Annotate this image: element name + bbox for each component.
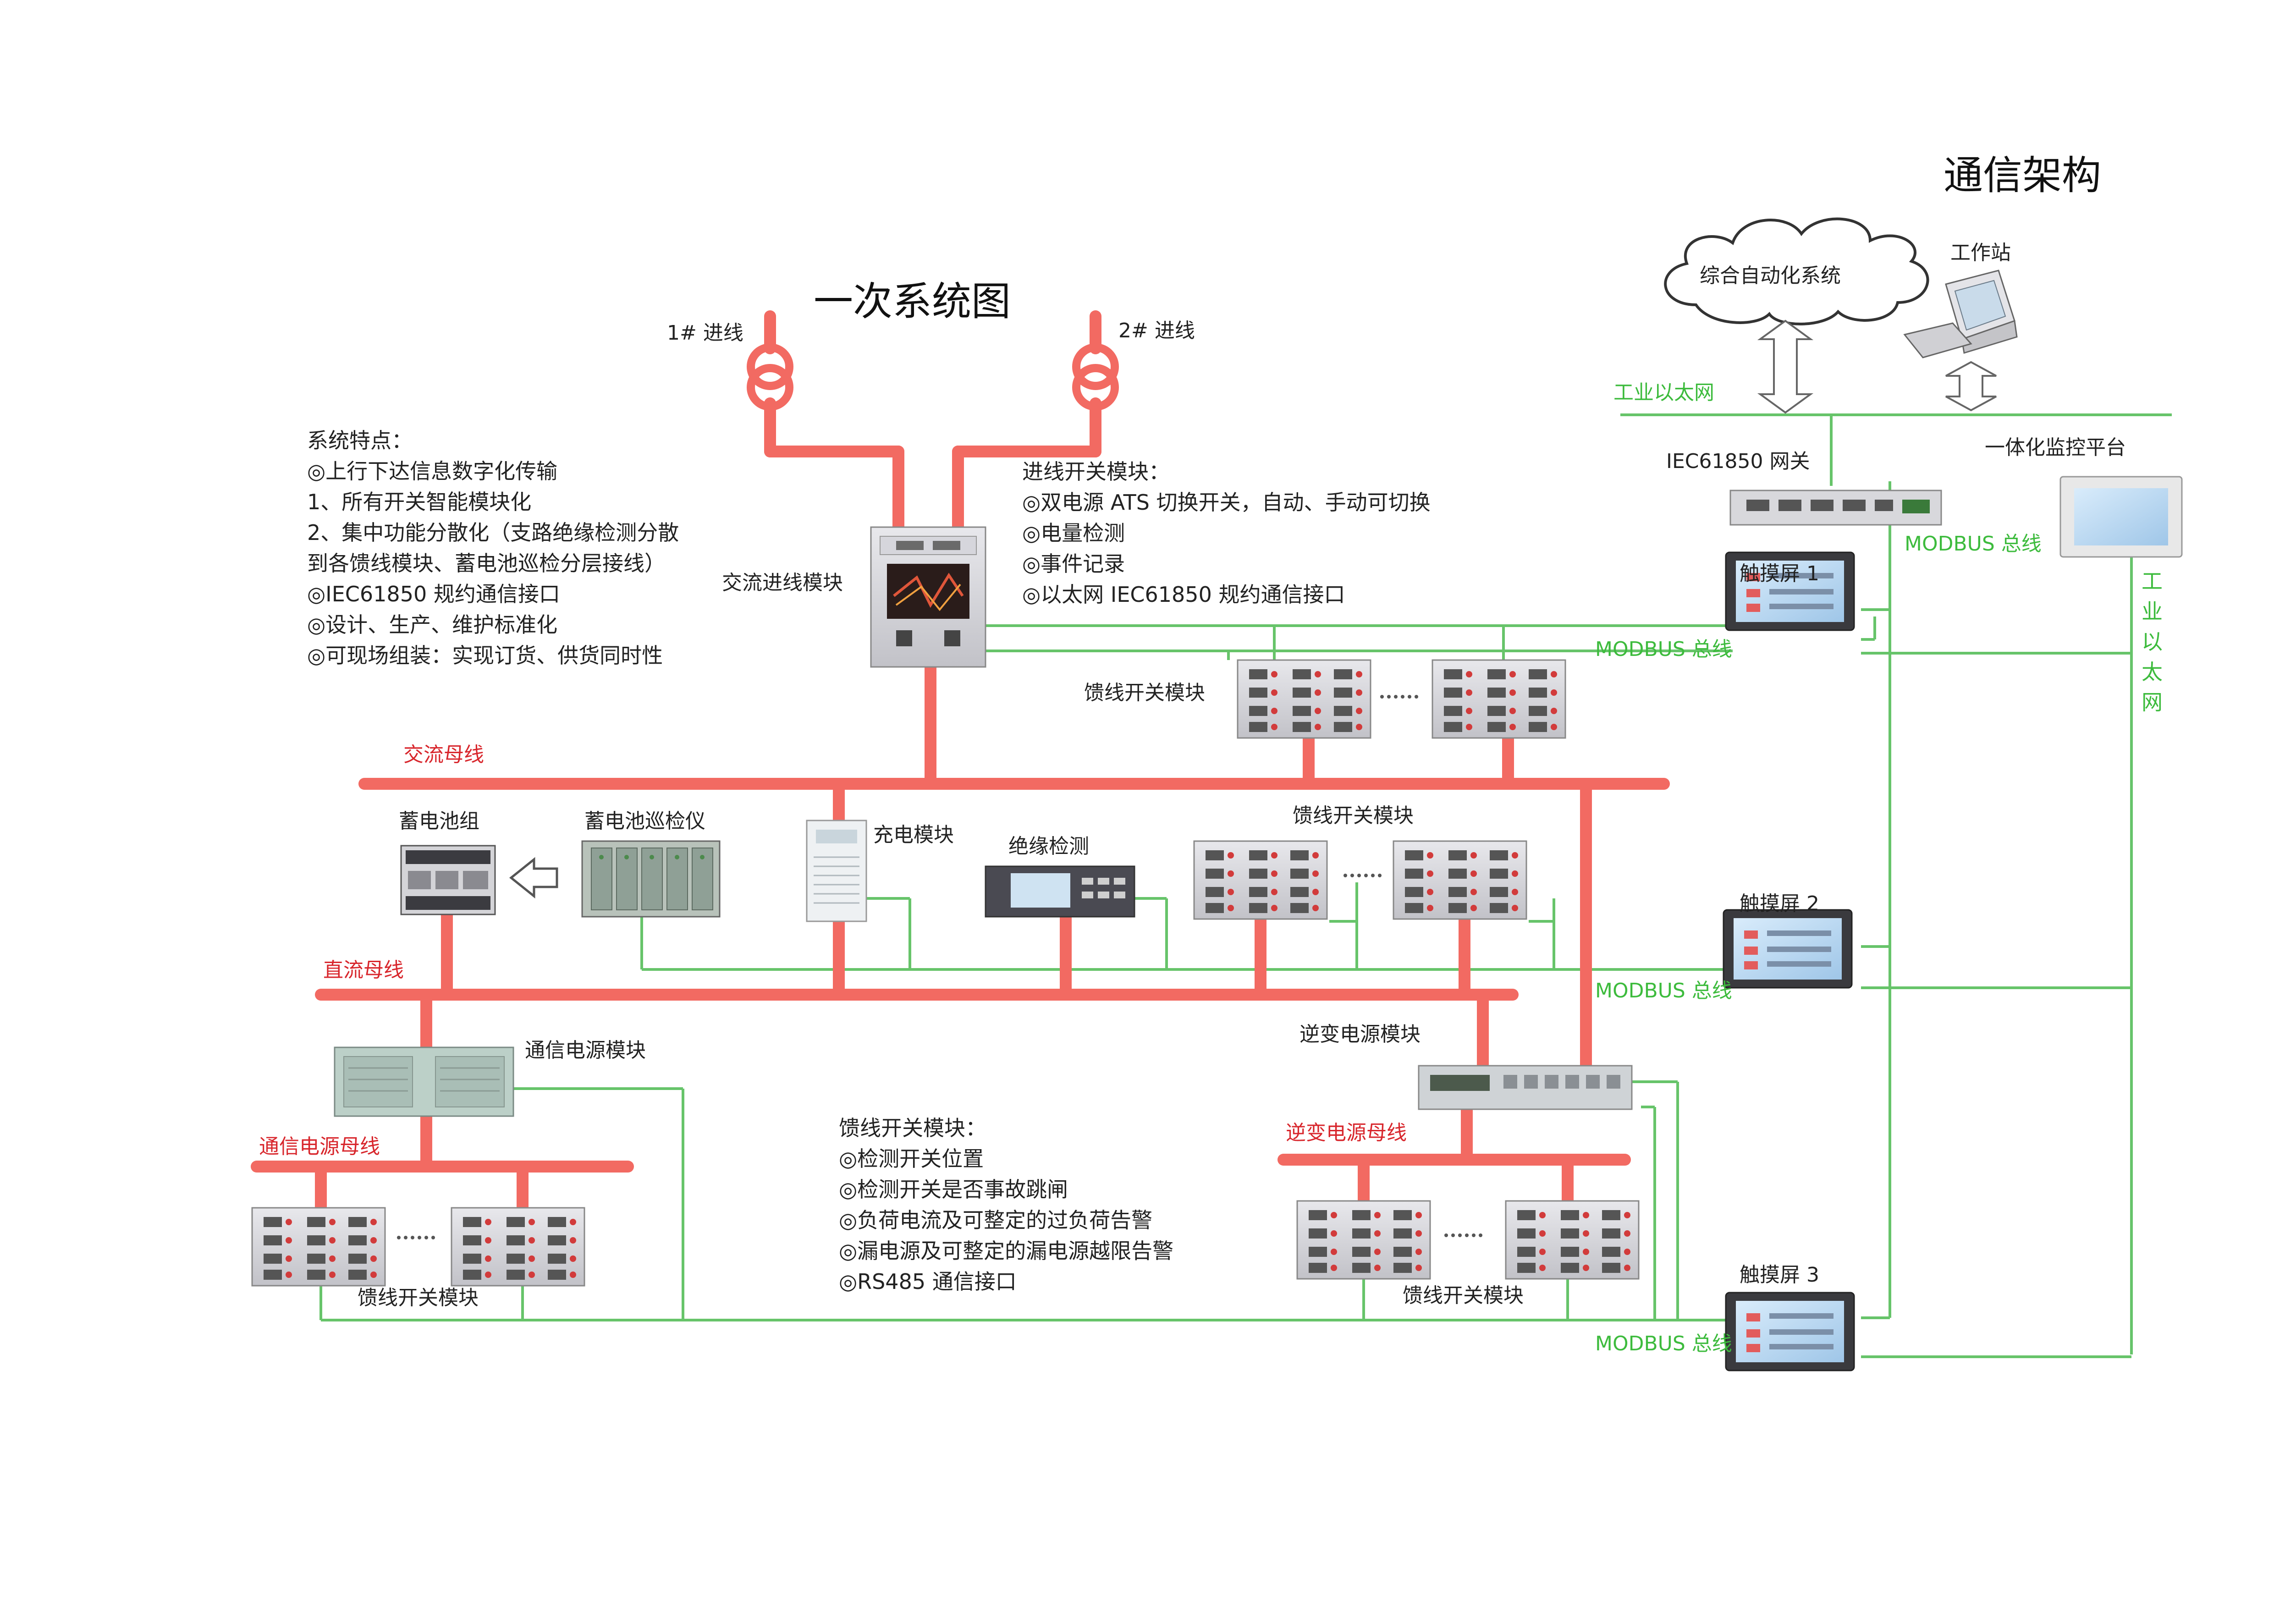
incoming-switch-notes-item: ◎电量检测 [1022,521,1125,545]
feeder-notes-item: ◎检测开关位置 [839,1146,984,1171]
monitoring-platform-device [2059,476,2183,558]
comm-lines [319,413,2172,1358]
vertical-char: 以 [2142,629,2163,654]
touch-screen-2-label: 触摸屏 2 [1740,892,1819,915]
touch-screen-1-label: 触摸屏 1 [1740,562,1819,585]
comm-power-module-device [334,1046,514,1117]
comm-architecture-title: 通信架构 [1944,153,2101,198]
battery-group-label: 蓄电池组 [399,809,479,833]
workstation-arrow-icon [1945,361,1997,412]
incoming-line-1-label: 1# 进线 [667,321,743,345]
features-item: 到各馈线模块、蓄电池巡检分层接线） [307,551,666,576]
primary-system-title: 一次系统图 [814,279,1011,325]
charger-module-device [806,820,867,922]
feeder-module-inverter-1-device [1296,1200,1431,1280]
incoming-switch-notes: 进线开关模块： ◎双电源 ATS 切换开关，自动、手动可切换 ◎电量检测 ◎事件… [1022,457,1431,610]
comm-power-bus-label: 通信电源母线 [259,1135,380,1158]
feeder-module-label-inverter: 馈线开关模块 [1403,1284,1524,1307]
ac-incoming-module-device [870,526,986,668]
feeder-module-label-middle: 馈线开关模块 [1293,804,1414,827]
workstation-label: 工作站 [1950,241,2011,264]
features-block: 系统特点： ◎上行下达信息数字化传输 1、所有开关智能模块化 2、集中功能分散化… [307,425,679,671]
features-item: ◎设计、生产、维护标准化 [307,612,558,637]
feeder-module-upper-2-device [1432,659,1566,739]
transformer-1-icon [747,343,793,411]
modbus-label-1: MODBUS 总线 [1595,638,1732,661]
cloud-icon [1664,217,1929,325]
touch-screen-3-label: 触摸屏 3 [1740,1263,1819,1287]
modbus-label-3: MODBUS 总线 [1595,1332,1732,1355]
platform-label: 一体化监控平台 [1985,436,2126,459]
industrial-ethernet-label: 工业以太网 [1613,381,1714,404]
vertical-char: 太 [2142,660,2163,684]
ac-incoming-module-label: 交流进线模块 [722,571,843,595]
feeder-module-label-upper: 馈线开关模块 [1084,681,1205,705]
features-item: ◎IEC61850 规约通信接口 [307,582,560,606]
transformer-2-icon [1072,343,1119,411]
incoming-switch-notes-item: ◎事件记录 [1022,551,1125,576]
insulation-detection-label: 绝缘检测 [1008,835,1089,858]
insulation-detector-device [985,865,1135,918]
feeder-module-comm-1-device [251,1207,386,1287]
inverter-module-device [1418,1065,1633,1110]
feeder-module-middle-2-device [1393,840,1527,920]
dc-bus-label: 直流母线 [323,958,404,982]
gateway-label: IEC61850 网关 [1666,450,1810,473]
vertical-char: 业 [2142,599,2163,624]
ac-bus-label: 交流母线 [403,743,484,766]
cloud-arrow-icon [1757,319,1814,414]
gateway-device [1729,490,1942,526]
power-lines [251,310,1670,1214]
features-title: 系统特点： [307,428,413,453]
comm-power-module-label: 通信电源模块 [525,1039,646,1062]
cloud-label: 综合自动化系统 [1700,264,1841,287]
battery-arrow-icon [509,857,558,899]
feeder-notes-title: 馈线开关模块： [839,1116,986,1140]
features-item: ◎可现场组装：实现订货、供货同时性 [307,643,663,668]
touch-screen-3-device [1725,1292,1855,1371]
features-item: 1、所有开关智能模块化 [307,490,532,514]
industrial-ethernet-vertical-label: 工 业 以 太 网 [2141,566,2164,717]
feeder-module-comm-2-device [451,1207,585,1287]
vertical-char: 工 [2142,569,2163,594]
battery-group-device [400,845,496,915]
incoming-switch-notes-item: ◎以太网 IEC61850 规约通信接口 [1022,582,1345,607]
feeder-module-middle-1-device [1193,840,1328,920]
feeder-notes-item: ◎RS485 通信接口 [839,1269,1017,1294]
feeder-module-inverter-2-device [1505,1200,1640,1280]
ellipsis-dots [397,695,1482,1239]
feeder-notes: 馈线开关模块： ◎检测开关位置 ◎检测开关是否事故跳闸 ◎负荷电流及可整定的过负… [839,1113,1173,1297]
feeder-module-label-comm: 馈线开关模块 [358,1286,479,1310]
inverter-bus-label: 逆变电源母线 [1286,1121,1407,1145]
battery-inspector-device [581,840,721,918]
incoming-line-2-label: 2# 进线 [1118,319,1195,342]
features-item: ◎上行下达信息数字化传输 [307,459,558,484]
battery-inspector-label: 蓄电池巡检仪 [584,809,705,833]
modbus-label-top: MODBUS 总线 [1905,532,2042,556]
vertical-char: 网 [2142,690,2163,715]
feeder-notes-item: ◎检测开关是否事故跳闸 [839,1177,1068,1202]
feeder-notes-item: ◎负荷电流及可整定的过负荷告警 [839,1208,1153,1233]
modbus-label-2: MODBUS 总线 [1595,979,1732,1002]
features-item: 2、集中功能分散化（支路绝缘检测分散 [307,520,679,545]
feeder-notes-item: ◎漏电源及可整定的漏电源越限告警 [839,1239,1174,1263]
charger-module-label: 充电模块 [873,823,954,847]
incoming-switch-notes-title: 进线开关模块： [1022,459,1170,484]
touch-screen-2-device [1723,909,1853,989]
workstation-device [1903,270,2018,358]
feeder-module-upper-1-device [1237,659,1371,739]
inverter-module-label: 逆变电源模块 [1299,1023,1421,1046]
incoming-switch-notes-item: ◎双电源 ATS 切换开关，自动、手动可切换 [1022,490,1431,515]
